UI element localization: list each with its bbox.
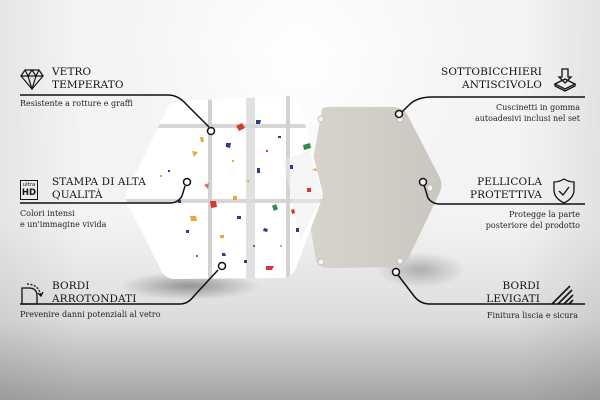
feature-title: SOTTOBICCHIERI ANTISCIVOLO <box>441 66 542 91</box>
feature-title: VETRO TEMPERATO <box>52 66 124 91</box>
polished-edge-icon <box>550 282 574 306</box>
rubber-pad <box>426 184 434 192</box>
terrazzo-speckles <box>160 120 317 270</box>
feature-bordi-levigati: BORDI LEVIGATI Finitura liscia e sicura <box>398 280 578 320</box>
anti-slip-pad-icon <box>552 68 577 92</box>
feature-vetro-temperato: VETRO TEMPERATO Resistente a rotture e g… <box>20 66 200 116</box>
rounded-corner-icon <box>20 282 44 306</box>
shield-check-icon <box>552 178 576 204</box>
connector-bordi-arrotondati <box>20 269 219 305</box>
ultra-hd-icon: ultra HD <box>20 180 38 200</box>
diamond-icon <box>20 68 44 92</box>
rubber-pad <box>396 257 404 265</box>
feature-stampa-alta-qualita: ultra HD STAMPA DI ALTA QUALITÀ Colori i… <box>20 176 200 236</box>
feature-pellicola-protettiva: PELLICOLA PROTETTIVA Protegge la parte p… <box>400 176 580 236</box>
connector-lines <box>20 94 585 305</box>
feature-title: BORDI ARROTONDATI <box>52 280 137 305</box>
connector-vetro <box>20 94 210 128</box>
feature-description: Resistente a rotture e graffi <box>20 99 133 108</box>
feature-title: BORDI LEVIGATI <box>486 280 540 305</box>
feature-description: Colori intensi e un'immagine vivida <box>20 209 107 229</box>
rubber-pad <box>317 115 325 123</box>
feature-sottobicchieri-antiscivolo: SOTTOBICCHIERI ANTISCIVOLO Cuscinetti in… <box>400 66 580 123</box>
front-shadow <box>120 272 260 300</box>
hexagon-coaster-front <box>125 96 323 279</box>
feature-description: Finitura liscia e sicura <box>486 311 578 320</box>
connector-dots <box>182 109 428 277</box>
feature-title: PELLICOLA PROTETTIVA <box>469 176 542 201</box>
feature-description: Prevenire danni potenziali al vetro <box>20 310 161 319</box>
rubber-pad <box>317 258 325 266</box>
hexagon-coaster-back <box>306 107 442 268</box>
feature-bordi-arrotondati: BORDI ARROTONDATI Prevenire danni potenz… <box>20 280 210 320</box>
feature-description: Protegge la parte posteriore del prodott… <box>485 210 580 230</box>
feature-description: Cuscinetti in gomma autoadesivi inclusi … <box>474 103 580 123</box>
connector-stampa <box>20 185 186 204</box>
feature-title: STAMPA DI ALTA QUALITÀ <box>52 176 146 201</box>
connector-pellicola <box>423 184 585 205</box>
background-shade-left <box>0 0 80 400</box>
connector-sottobicchieri <box>401 96 585 113</box>
connector-bordi-levigati <box>397 274 585 305</box>
